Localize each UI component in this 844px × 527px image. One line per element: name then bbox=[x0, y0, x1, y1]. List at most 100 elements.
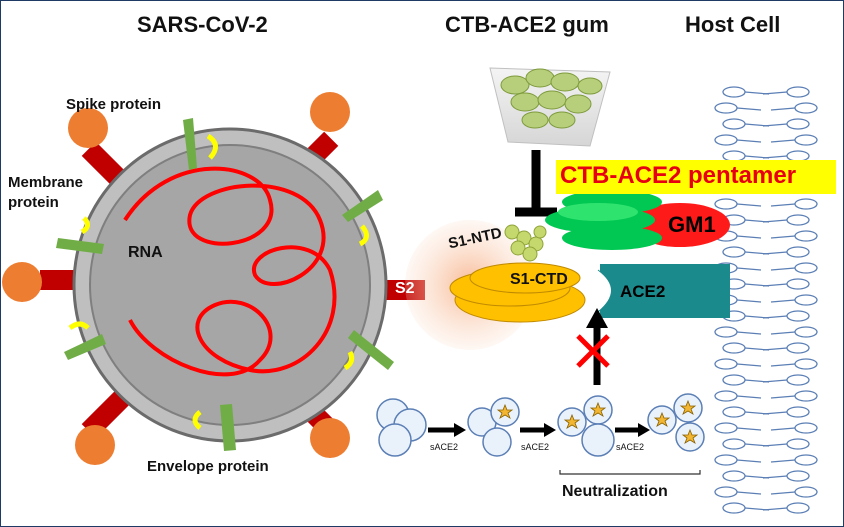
lipid-head bbox=[714, 358, 738, 370]
lipid-head bbox=[722, 246, 746, 258]
lipid-head bbox=[794, 134, 818, 146]
lipid-tail bbox=[736, 491, 762, 495]
lipid-head bbox=[786, 310, 810, 322]
lipid-tail bbox=[762, 155, 788, 159]
lipid-tail bbox=[736, 267, 762, 271]
sace2-arrows bbox=[428, 423, 650, 437]
lipid-bilayer bbox=[714, 86, 818, 514]
spike-heads bbox=[2, 92, 350, 465]
sace2-label-2: sACE2 bbox=[521, 442, 550, 452]
sace2-label-3: sACE2 bbox=[616, 442, 645, 452]
lipid-head bbox=[722, 406, 746, 418]
lipid-head bbox=[786, 342, 810, 354]
lipid-head bbox=[786, 502, 810, 514]
s1-ctd-label: S1-CTD bbox=[510, 271, 568, 288]
ctb-ace2-pentamer bbox=[545, 190, 730, 250]
lipid-head bbox=[794, 102, 818, 114]
lipid-head bbox=[794, 422, 818, 434]
membrane-protein-label-line2: protein bbox=[8, 194, 59, 211]
neutralization-label: Neutralization bbox=[562, 483, 668, 500]
lipid-tail bbox=[770, 491, 796, 495]
sace2-label-1: sACE2 bbox=[430, 442, 459, 452]
sace2-stars bbox=[496, 399, 699, 444]
rna-label: RNA bbox=[128, 244, 163, 261]
lipid-tail bbox=[770, 203, 796, 207]
lipid-head bbox=[714, 422, 738, 434]
lipid-head bbox=[714, 390, 738, 402]
lipid-head bbox=[714, 102, 738, 114]
ace2-label: ACE2 bbox=[620, 282, 666, 301]
lipid-tail bbox=[736, 427, 762, 431]
ace2-receptor bbox=[597, 264, 730, 318]
lipid-tail bbox=[762, 347, 788, 351]
rna-strand bbox=[123, 166, 337, 377]
lipid-tail bbox=[762, 251, 788, 255]
lipid-head bbox=[714, 134, 738, 146]
lipid-tail bbox=[736, 331, 762, 335]
lipid-tail bbox=[736, 395, 762, 399]
lipid-tail bbox=[762, 219, 788, 223]
spike-protein-label: Spike protein bbox=[66, 96, 162, 113]
lipid-tail bbox=[770, 107, 796, 111]
lipid-tail bbox=[762, 443, 788, 447]
lipid-head bbox=[786, 470, 810, 482]
lipid-head bbox=[794, 326, 818, 338]
lipid-head bbox=[794, 454, 818, 466]
lipid-tail bbox=[736, 235, 762, 239]
host-title: Host Cell bbox=[685, 12, 781, 37]
lipid-head bbox=[794, 486, 818, 498]
lipid-head bbox=[786, 278, 810, 290]
lipid-head bbox=[714, 198, 738, 210]
lipid-head bbox=[794, 262, 818, 274]
s2-label: S2 bbox=[395, 280, 415, 297]
envelope-protein-label: Envelope protein bbox=[147, 458, 269, 475]
lipid-head bbox=[786, 118, 810, 130]
lipid-tail bbox=[762, 91, 788, 95]
lipid-head bbox=[722, 438, 746, 450]
virus-title: SARS-CoV-2 bbox=[137, 12, 268, 37]
lipid-head bbox=[794, 294, 818, 306]
lipid-tail bbox=[770, 395, 796, 399]
lipid-head bbox=[722, 470, 746, 482]
sars-cov-2-virus bbox=[2, 92, 425, 465]
lipid-head bbox=[714, 486, 738, 498]
lipid-tail bbox=[770, 139, 796, 143]
lipid-tail bbox=[762, 123, 788, 127]
membrane-protein-label-line1: Membrane bbox=[8, 174, 84, 191]
envelope-proteins bbox=[68, 133, 369, 430]
lipid-tail bbox=[770, 235, 796, 239]
lipid-tail bbox=[762, 283, 788, 287]
lipid-head bbox=[794, 390, 818, 402]
lipid-head bbox=[786, 246, 810, 258]
lipid-head bbox=[714, 326, 738, 338]
lipid-head bbox=[786, 438, 810, 450]
lipid-tail bbox=[770, 299, 796, 303]
pentamer-banner bbox=[556, 160, 836, 194]
lipid-tail bbox=[762, 315, 788, 319]
inhibition-marker bbox=[515, 150, 557, 217]
lipid-tail bbox=[770, 427, 796, 431]
gum-title: CTB-ACE2 gum bbox=[445, 12, 609, 37]
lipid-tail bbox=[762, 507, 788, 511]
lipid-head bbox=[786, 406, 810, 418]
lipid-tail bbox=[736, 139, 762, 143]
lipid-tail bbox=[736, 363, 762, 367]
lipid-head bbox=[794, 198, 818, 210]
membrane-proteins bbox=[56, 118, 394, 451]
lipid-head bbox=[786, 214, 810, 226]
lipid-head bbox=[722, 502, 746, 514]
lipid-tail bbox=[762, 411, 788, 415]
gm1-label: GM1 bbox=[668, 212, 716, 237]
neutralization-sequence bbox=[376, 393, 705, 457]
lipid-head bbox=[786, 86, 810, 98]
lipid-tail bbox=[736, 299, 762, 303]
lipid-tail bbox=[770, 331, 796, 335]
lipid-tail bbox=[736, 107, 762, 111]
lipid-head bbox=[722, 342, 746, 354]
spike-s1-complex bbox=[405, 220, 586, 350]
pentamer-label: CTB-ACE2 pentamer bbox=[560, 162, 797, 189]
lipid-tail bbox=[762, 379, 788, 383]
lipid-head bbox=[722, 86, 746, 98]
lipid-head bbox=[786, 374, 810, 386]
lipid-tail bbox=[736, 203, 762, 207]
